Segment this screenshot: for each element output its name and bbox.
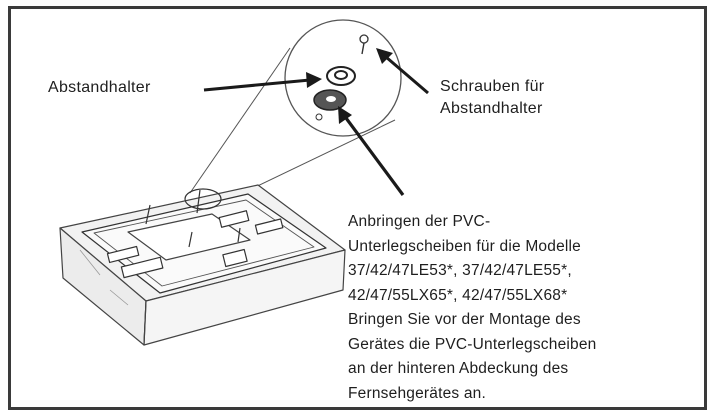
spacer-icon xyxy=(326,66,356,86)
arrow-to-screw xyxy=(376,48,429,95)
instruction-line: 37/42/47LE53*, 37/42/47LE55*, xyxy=(348,262,572,279)
label-screws-line1: Schrauben für xyxy=(440,78,545,95)
tv-back-panel xyxy=(81,189,327,294)
instruction-line: 42/47/55LX65*, 42/47/55LX68* xyxy=(348,286,568,304)
arrow-to-washer xyxy=(338,106,405,196)
arrow-to-spacer xyxy=(203,72,322,92)
label-spacer-screws: Schrauben für Abstandhalter xyxy=(440,76,544,120)
instruction-line: Anbringen der PVC- xyxy=(348,213,491,230)
small-hole-icon xyxy=(315,113,323,121)
label-screws-line2: Abstandhalter xyxy=(440,100,543,117)
instruction-line: an der hinteren Abdeckung des xyxy=(348,360,569,377)
screw-icon xyxy=(359,34,369,55)
label-spacer: Abstandhalter xyxy=(48,79,151,96)
instruction-line: Unterlegscheiben für die Modelle xyxy=(348,237,582,255)
instruction-line: Fernsehgerätes an. xyxy=(348,384,487,402)
highlight-ellipse xyxy=(184,188,222,210)
pvc-washer-icon xyxy=(313,89,347,111)
instruction-line: Gerätes die PVC-Unterlegscheiben xyxy=(348,335,597,353)
instruction-line: Bringen Sie vor der Montage des xyxy=(348,311,581,328)
instruction-text: Anbringen der PVC- Unterlegscheiben für … xyxy=(348,210,698,406)
